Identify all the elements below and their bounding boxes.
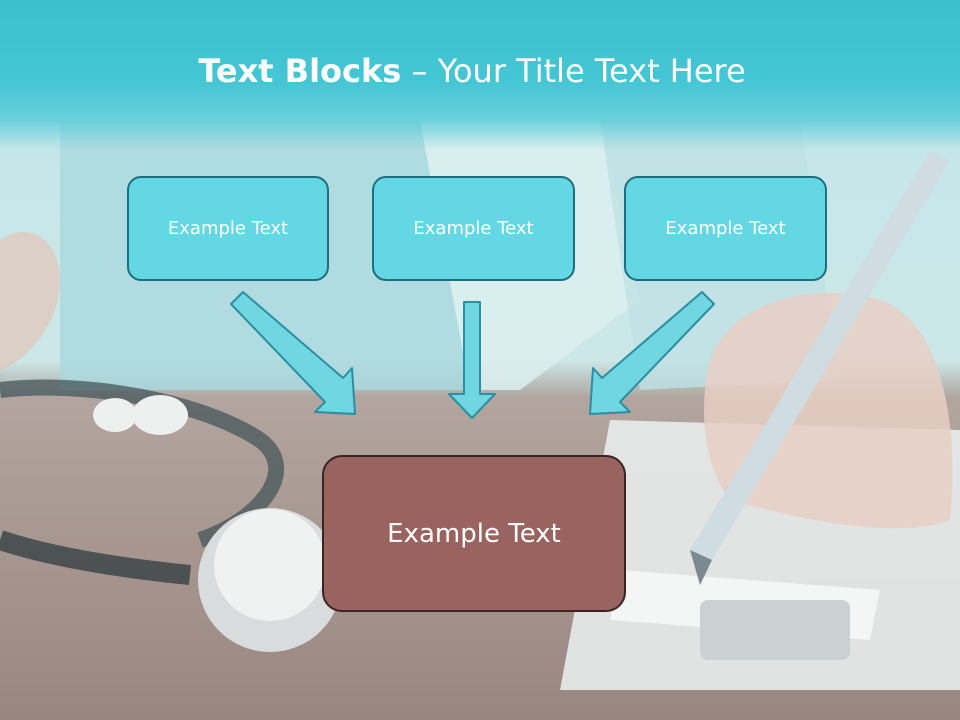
slide-title: Text Blocks – Your Title Text Here (0, 52, 944, 90)
title-dash: – (401, 52, 438, 90)
title-bold: Text Blocks (198, 52, 402, 90)
title-band (0, 0, 960, 150)
text-block-1[interactable]: Example Text (127, 176, 329, 281)
text-block-1-label: Example Text (167, 218, 289, 239)
text-block-2[interactable]: Example Text (372, 176, 575, 281)
text-block-3-label: Example Text (665, 218, 786, 239)
main-text-block-label: Example Text (387, 518, 561, 549)
main-text-block[interactable]: Example Text (322, 455, 626, 612)
text-block-2-label: Example Text (413, 218, 534, 239)
title-rest: Your Title Text Here (437, 52, 746, 90)
text-block-3[interactable]: Example Text (624, 176, 827, 281)
